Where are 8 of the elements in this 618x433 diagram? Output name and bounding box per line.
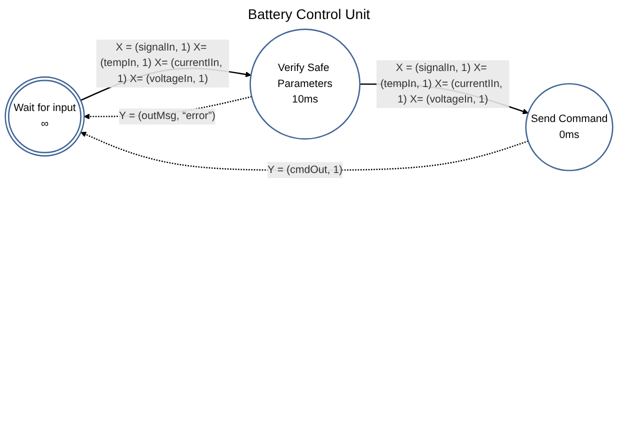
edge-label: X = (signalIn, 1) X= (tempIn, 1) X= (currentIIn, 1) X= (voltageIn, 1) (380, 62, 502, 106)
node-circle: Send Command 0ms (525, 83, 614, 172)
edge-label: Y = (cmdOut, 1) (267, 164, 343, 176)
diagram-title: Battery Control Unit (246, 6, 372, 22)
edge-label: X = (signalIn, 1) X= (tempIn, 1) X= (currentIIn, 1) X= (voltageIn, 1) (100, 42, 222, 85)
node-circle: Wait for input ∞ (4, 76, 85, 157)
edge-label: Y = (outMsg, “error”) (119, 110, 216, 122)
node-circle: Verify Safe Parameters 10ms (250, 28, 360, 140)
